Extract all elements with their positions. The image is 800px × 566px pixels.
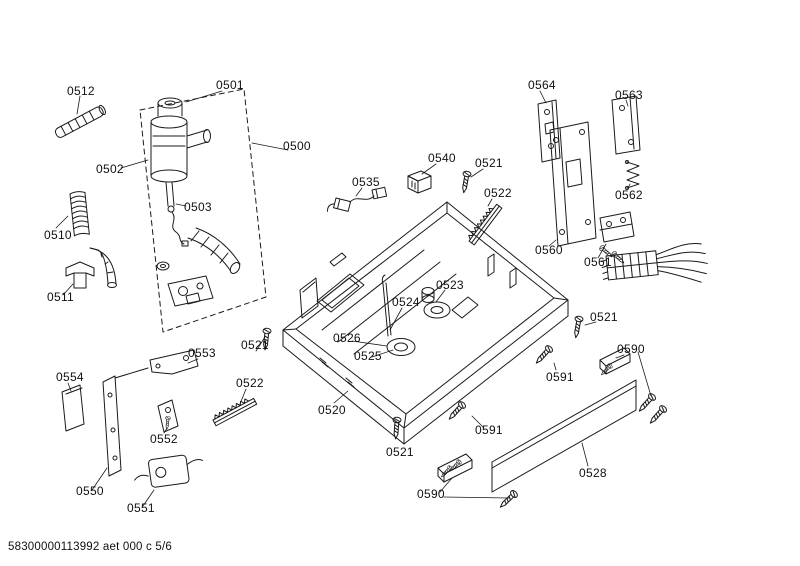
- document-number: 58300000113992 aet 000 c 5/6: [8, 541, 172, 553]
- bracket-0564: [537, 99, 561, 163]
- ring-0525: [386, 338, 416, 356]
- cap-0523: [421, 287, 435, 303]
- rod-0524: [381, 274, 392, 337]
- rail-0522-left: [210, 394, 258, 427]
- connector-0540: [407, 170, 432, 194]
- plate-0560: [549, 121, 597, 247]
- bracket-0561: [598, 211, 635, 266]
- panel-0528: [491, 379, 637, 493]
- bracket-0590-right: [599, 347, 631, 378]
- clip-0511: [65, 261, 95, 289]
- elbow-hose: [89, 247, 117, 288]
- wire-harness: [601, 243, 708, 283]
- pump-assembly: [150, 97, 241, 307]
- panel-0554: [61, 384, 85, 432]
- cable-0535: [327, 186, 388, 212]
- bracket-0563: [611, 95, 641, 155]
- subassembly-box-0500: [139, 88, 267, 333]
- leader-lines: [55, 90, 652, 507]
- base-pan-0520: [282, 201, 569, 445]
- spring-0562: [625, 160, 640, 190]
- corrugated-hose-0510: [69, 191, 90, 237]
- screws: [260, 170, 669, 511]
- bracket-0550: [102, 367, 149, 477]
- bracket-0553: [149, 349, 199, 375]
- bracket-0590-bottom: [437, 453, 473, 483]
- part-0552: [157, 399, 179, 433]
- part-0551: [134, 454, 204, 488]
- hose-0512: [54, 104, 106, 138]
- rail-0522-top: [465, 201, 503, 246]
